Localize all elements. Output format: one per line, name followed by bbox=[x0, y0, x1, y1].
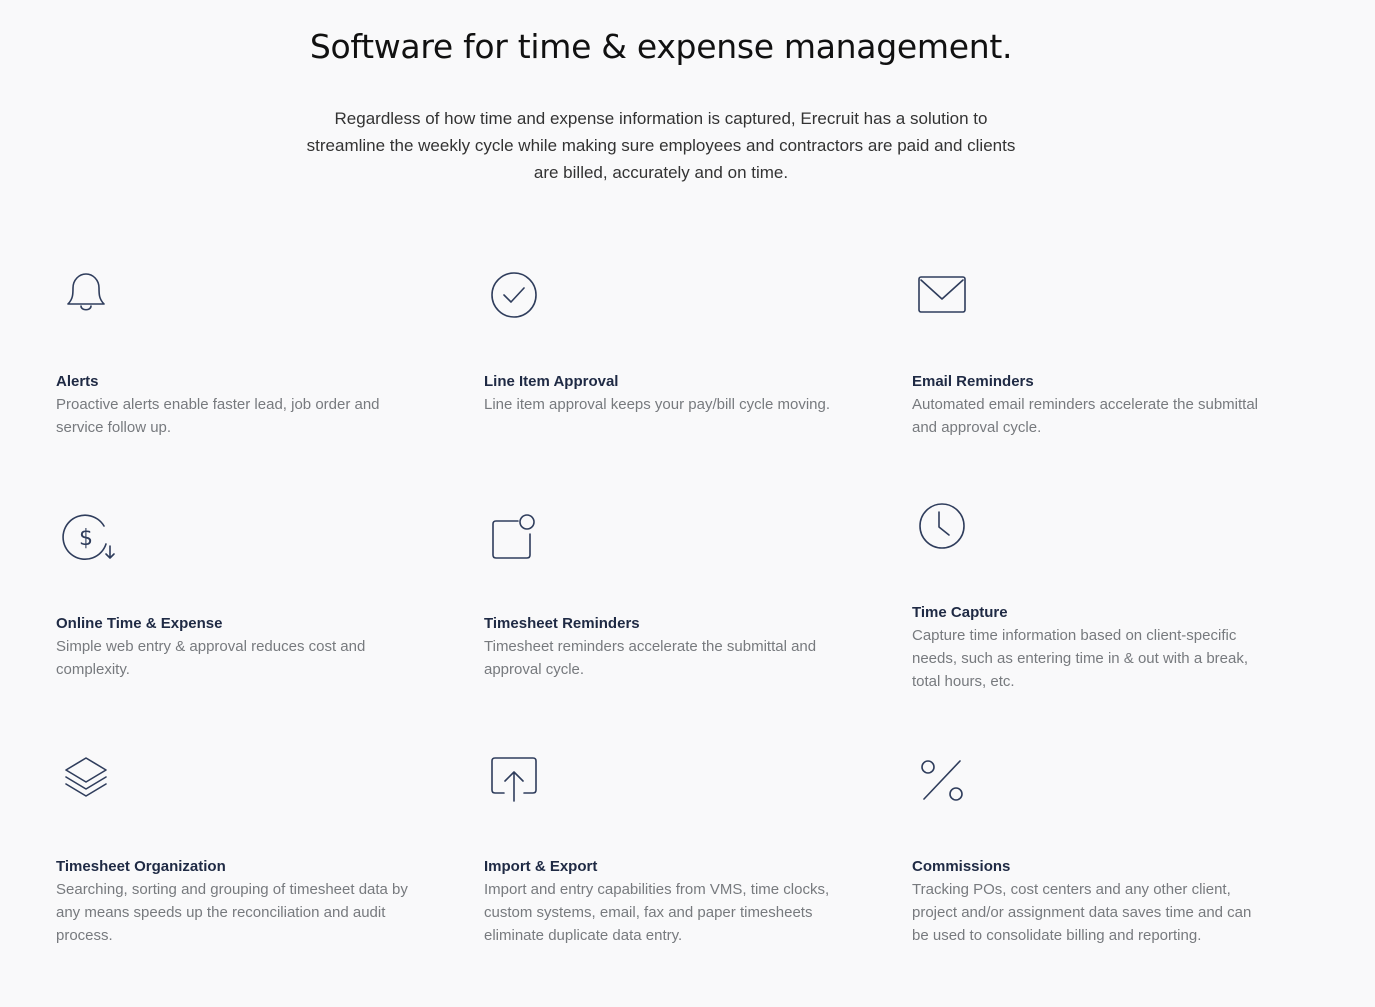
envelope-icon bbox=[912, 266, 972, 326]
check-circle-icon bbox=[484, 266, 544, 326]
feature-import-export: Import & Export Import and entry capabil… bbox=[484, 751, 844, 951]
feature-title: Online Time & Expense bbox=[56, 615, 223, 632]
feature-description: Import and entry capabilities from VMS, … bbox=[484, 881, 830, 944]
svg-text:$: $ bbox=[79, 526, 93, 551]
page-title: Software for time & expense management. bbox=[309, 27, 1013, 66]
clock-icon bbox=[912, 497, 972, 557]
layers-icon bbox=[56, 751, 116, 811]
feature-title: Line Item Approval bbox=[484, 373, 619, 390]
feature-description: Line item approval keeps your pay/bill c… bbox=[484, 396, 831, 413]
feature-line-item-approval: Line Item Approval Line item approval ke… bbox=[484, 266, 844, 446]
feature-title: Email Reminders bbox=[912, 373, 1034, 390]
upload-icon bbox=[484, 751, 544, 811]
feature-commissions: Commissions Tracking POs, cost centers a… bbox=[912, 751, 1272, 951]
feature-description: Proactive alerts enable faster lead, job… bbox=[56, 396, 380, 436]
feature-email-reminders: Email Reminders Automated email reminder… bbox=[912, 266, 1272, 446]
notification-square-icon bbox=[484, 508, 544, 568]
feature-description: Automated email reminders accelerate the… bbox=[912, 396, 1258, 436]
feature-time-capture: Time Capture Capture time information ba… bbox=[912, 497, 1272, 697]
feature-description: Simple web entry & approval reduces cost… bbox=[56, 638, 366, 678]
feature-timesheet-reminders: Timesheet Reminders Timesheet reminders … bbox=[484, 508, 844, 688]
feature-title: Timesheet Organization bbox=[56, 858, 226, 875]
feature-timesheet-organization: Timesheet Organization Searching, sortin… bbox=[56, 751, 416, 951]
feature-title: Time Capture bbox=[912, 604, 1008, 621]
feature-title: Timesheet Reminders bbox=[484, 615, 640, 632]
feature-title: Commissions bbox=[912, 858, 1011, 875]
percent-icon bbox=[912, 751, 972, 811]
feature-description: Searching, sorting and grouping of times… bbox=[56, 881, 408, 944]
bell-icon bbox=[56, 266, 116, 326]
feature-description: Timesheet reminders accelerate the submi… bbox=[484, 638, 817, 678]
page-subtitle: Regardless of how time and expense infor… bbox=[306, 109, 1016, 182]
feature-online-time-expense: $ Online Time & Expense Simple web entry… bbox=[56, 508, 416, 688]
dollar-circle-icon: $ bbox=[56, 508, 116, 568]
feature-alerts: Alerts Proactive alerts enable faster le… bbox=[56, 266, 416, 446]
feature-description: Capture time information based on client… bbox=[912, 627, 1249, 690]
feature-title: Import & Export bbox=[484, 858, 598, 875]
feature-description: Tracking POs, cost centers and any other… bbox=[912, 881, 1252, 944]
feature-title: Alerts bbox=[56, 373, 99, 390]
